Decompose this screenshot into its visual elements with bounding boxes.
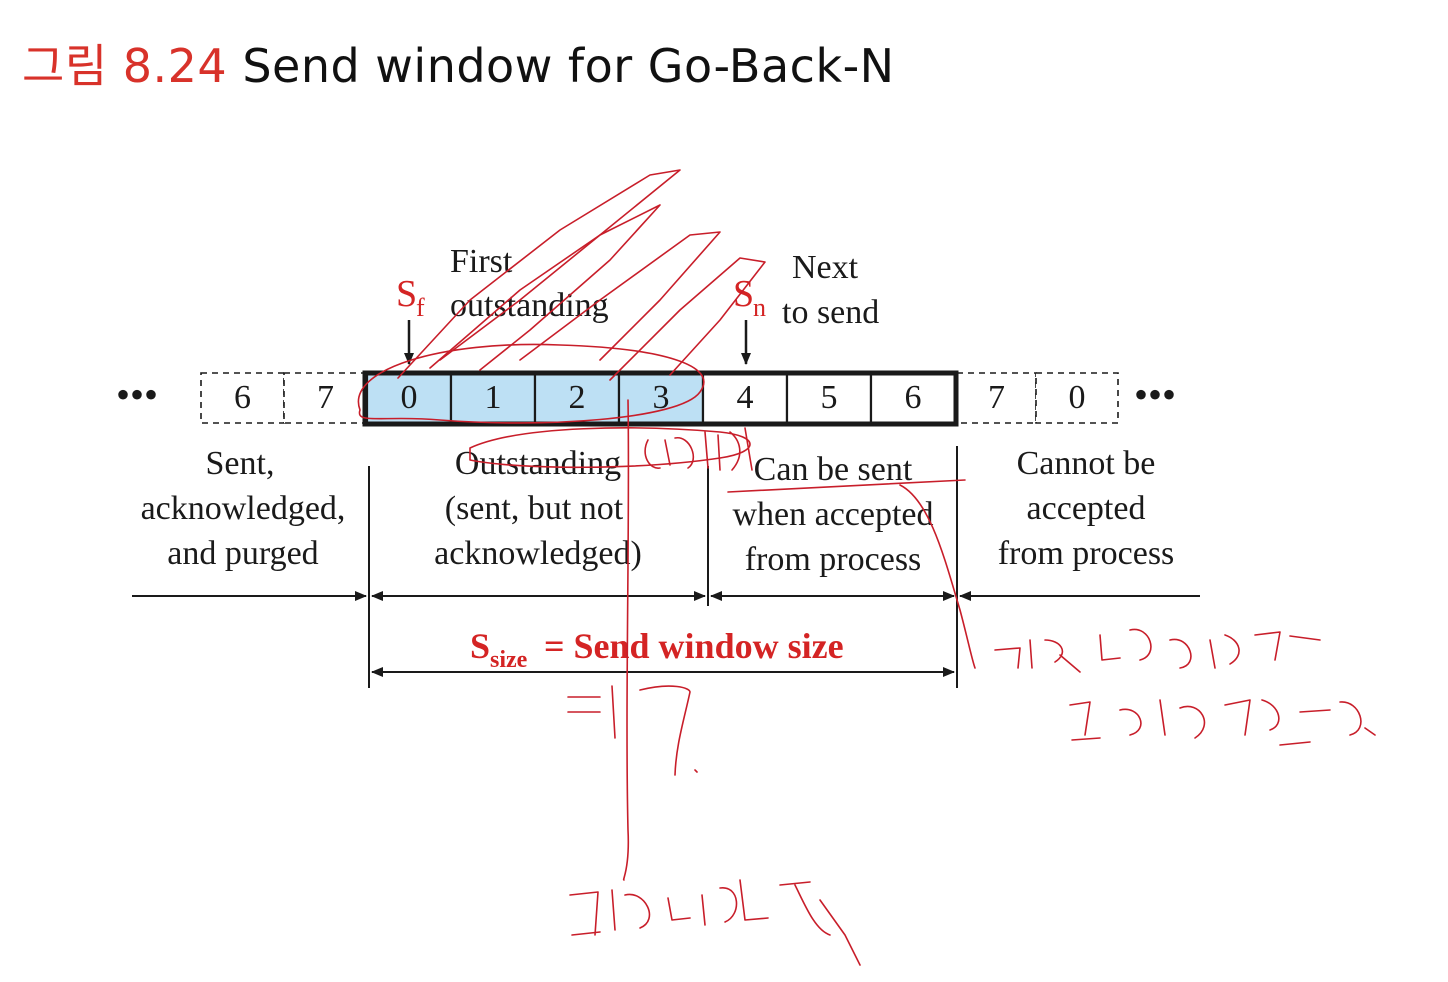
ink-vertical-line <box>622 399 630 881</box>
ellipsis-left: ••• <box>116 372 158 417</box>
ink-scribble-1 <box>397 169 681 379</box>
region-sendable-label: Can be sent when accepted from process <box>732 451 933 578</box>
region-blocked-line1: Cannot be <box>1017 445 1156 482</box>
sequence-number: 4 <box>737 379 754 416</box>
region-outstanding-line3: acknowledged) <box>434 535 642 572</box>
sequence-cell-acked <box>200 372 285 424</box>
sequence-number: 6 <box>234 379 251 416</box>
sf-subscript: f <box>416 293 425 322</box>
region-acked-line1: Sent, <box>206 445 275 482</box>
ssize-subscript: size <box>490 647 528 673</box>
sequence-number: 0 <box>401 379 418 416</box>
figure-title: 그림 8.24 Send window for Go-Back-N <box>22 30 895 96</box>
region-arrows <box>132 591 1200 677</box>
sequence-number: 7 <box>988 379 1005 416</box>
window-size-label: S size = Send window size <box>470 626 844 673</box>
figure-caption: Send window for Go-Back-N <box>242 39 895 93</box>
ink-equals-seven <box>567 685 698 776</box>
region-blocked-label: Cannot be accepted from process <box>998 445 1175 572</box>
ink-scribble-4 <box>609 257 766 381</box>
region-blocked-line2: accepted <box>1027 490 1146 527</box>
sequence-cell-acked <box>283 372 368 424</box>
region-sendable-line3: from process <box>745 541 922 578</box>
ink-oval-outstanding <box>357 343 705 424</box>
region-boundaries <box>368 446 958 688</box>
region-sendable-line1: Can be sent <box>754 451 913 488</box>
ink-korean-note-3 <box>1069 699 1376 746</box>
ssize-text: = Send window size <box>544 626 844 666</box>
sequence-cell-blocked <box>1035 372 1119 424</box>
sequence-number: 3 <box>653 379 670 416</box>
sn-desc-line1: Next <box>792 249 859 286</box>
figure-number: 그림 8.24 <box>22 39 228 93</box>
pointer-sn: S n Next to send <box>733 249 879 365</box>
handwritten-annotations <box>357 169 1376 966</box>
sequence-number: 2 <box>569 379 586 416</box>
region-sendable-line2: when accepted <box>732 496 933 533</box>
region-outstanding-line2: (sent, but not <box>445 490 624 527</box>
ink-korean-note-1 <box>644 427 753 471</box>
ellipsis-right: ••• <box>1134 372 1176 417</box>
send-window-border <box>362 370 959 427</box>
region-outstanding-line1: Outstanding <box>455 445 621 482</box>
sequence-number: 0 <box>1069 379 1086 416</box>
sequence-number: 1 <box>485 379 502 416</box>
sequence-cell-outstanding <box>365 371 453 425</box>
ink-korean-note-2 <box>994 628 1321 673</box>
ink-korean-note-4 <box>569 879 861 966</box>
sf-symbol: S <box>396 273 417 315</box>
ink-scribble-3 <box>519 231 721 361</box>
ink-arrow-to-note <box>899 484 976 669</box>
sn-desc-line2: to send <box>782 294 879 331</box>
sequence-cells: 6 7 0 1 2 3 4 5 6 7 0 <box>200 371 1119 425</box>
region-acked-line2: acknowledged, <box>141 490 346 527</box>
region-acked-label: Sent, acknowledged, and purged <box>141 445 346 572</box>
sequence-number: 5 <box>821 379 838 416</box>
ssize-symbol: S <box>470 626 490 666</box>
sequence-cell-sendable <box>869 371 957 425</box>
region-blocked-line3: from process <box>998 535 1175 572</box>
sequence-number: 7 <box>317 379 334 416</box>
sequence-number: 6 <box>905 379 922 416</box>
region-acked-line3: and purged <box>167 535 318 572</box>
ink-underline-sendable <box>727 479 966 493</box>
sn-subscript: n <box>753 293 766 322</box>
ink-scribble-2 <box>429 204 661 371</box>
region-outstanding-label: Outstanding (sent, but not acknowledged) <box>434 445 642 572</box>
ink-oval-outstanding-label <box>469 427 751 469</box>
